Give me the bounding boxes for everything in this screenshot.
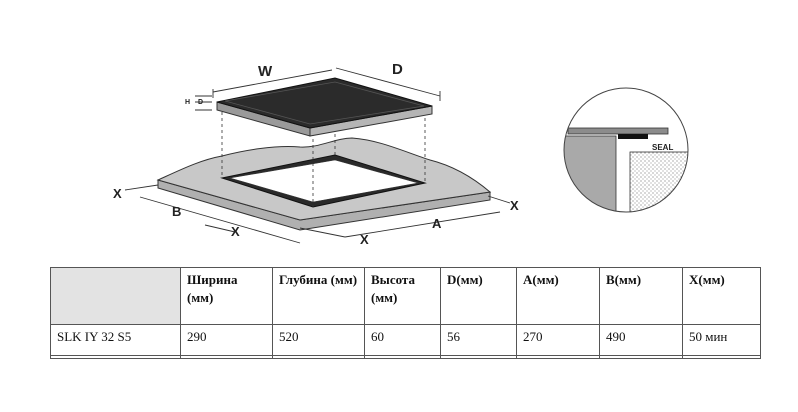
dimension-lines bbox=[124, 67, 511, 244]
table-row-spacer bbox=[50, 355, 761, 359]
installation-diagram: W D H D X B X X A X SEAL bbox=[113, 61, 689, 247]
cell-x: 50 мин bbox=[682, 324, 761, 356]
label-b: B bbox=[172, 204, 181, 219]
label-seal: SEAL bbox=[652, 143, 673, 152]
label-x-right: X bbox=[510, 198, 519, 213]
header-width: Ширина (мм) bbox=[180, 267, 273, 325]
table-header-row: Ширина (мм) Глубина (мм) Высота (мм) D(м… bbox=[50, 267, 761, 325]
label-x-left: X bbox=[113, 186, 122, 201]
header-a: A(мм) bbox=[516, 267, 600, 325]
cooktop-glass-top bbox=[216, 77, 433, 129]
header-height: Высота (мм) bbox=[364, 267, 441, 325]
seal-detail: SEAL bbox=[563, 87, 689, 213]
label-height-h: H bbox=[185, 99, 190, 106]
header-b: B(мм) bbox=[599, 267, 683, 325]
label-x-front: X bbox=[360, 232, 369, 247]
label-x-front-left: X bbox=[231, 224, 240, 239]
header-d: D(мм) bbox=[440, 267, 517, 325]
cell-d: 56 bbox=[440, 324, 517, 356]
cell-height: 60 bbox=[364, 324, 441, 356]
header-x: X(мм) bbox=[682, 267, 761, 325]
cell-depth: 520 bbox=[272, 324, 365, 356]
label-depth: D bbox=[392, 61, 403, 78]
header-depth: Глубина (мм) bbox=[272, 267, 365, 325]
cell-a: 270 bbox=[516, 324, 600, 356]
spec-table: Ширина (мм) Глубина (мм) Высота (мм) D(м… bbox=[50, 267, 761, 359]
countertop bbox=[156, 137, 492, 231]
table-row: SLK IY 32 S5 290 520 60 56 270 490 50 ми… bbox=[50, 324, 761, 356]
label-a: A bbox=[432, 216, 442, 231]
cell-width: 290 bbox=[180, 324, 273, 356]
label-width: W bbox=[258, 63, 273, 80]
cell-b: 490 bbox=[599, 324, 683, 356]
header-model bbox=[50, 267, 181, 325]
label-height-d: D bbox=[198, 99, 203, 106]
cell-model: SLK IY 32 S5 bbox=[50, 324, 181, 356]
cooktop bbox=[216, 77, 433, 137]
